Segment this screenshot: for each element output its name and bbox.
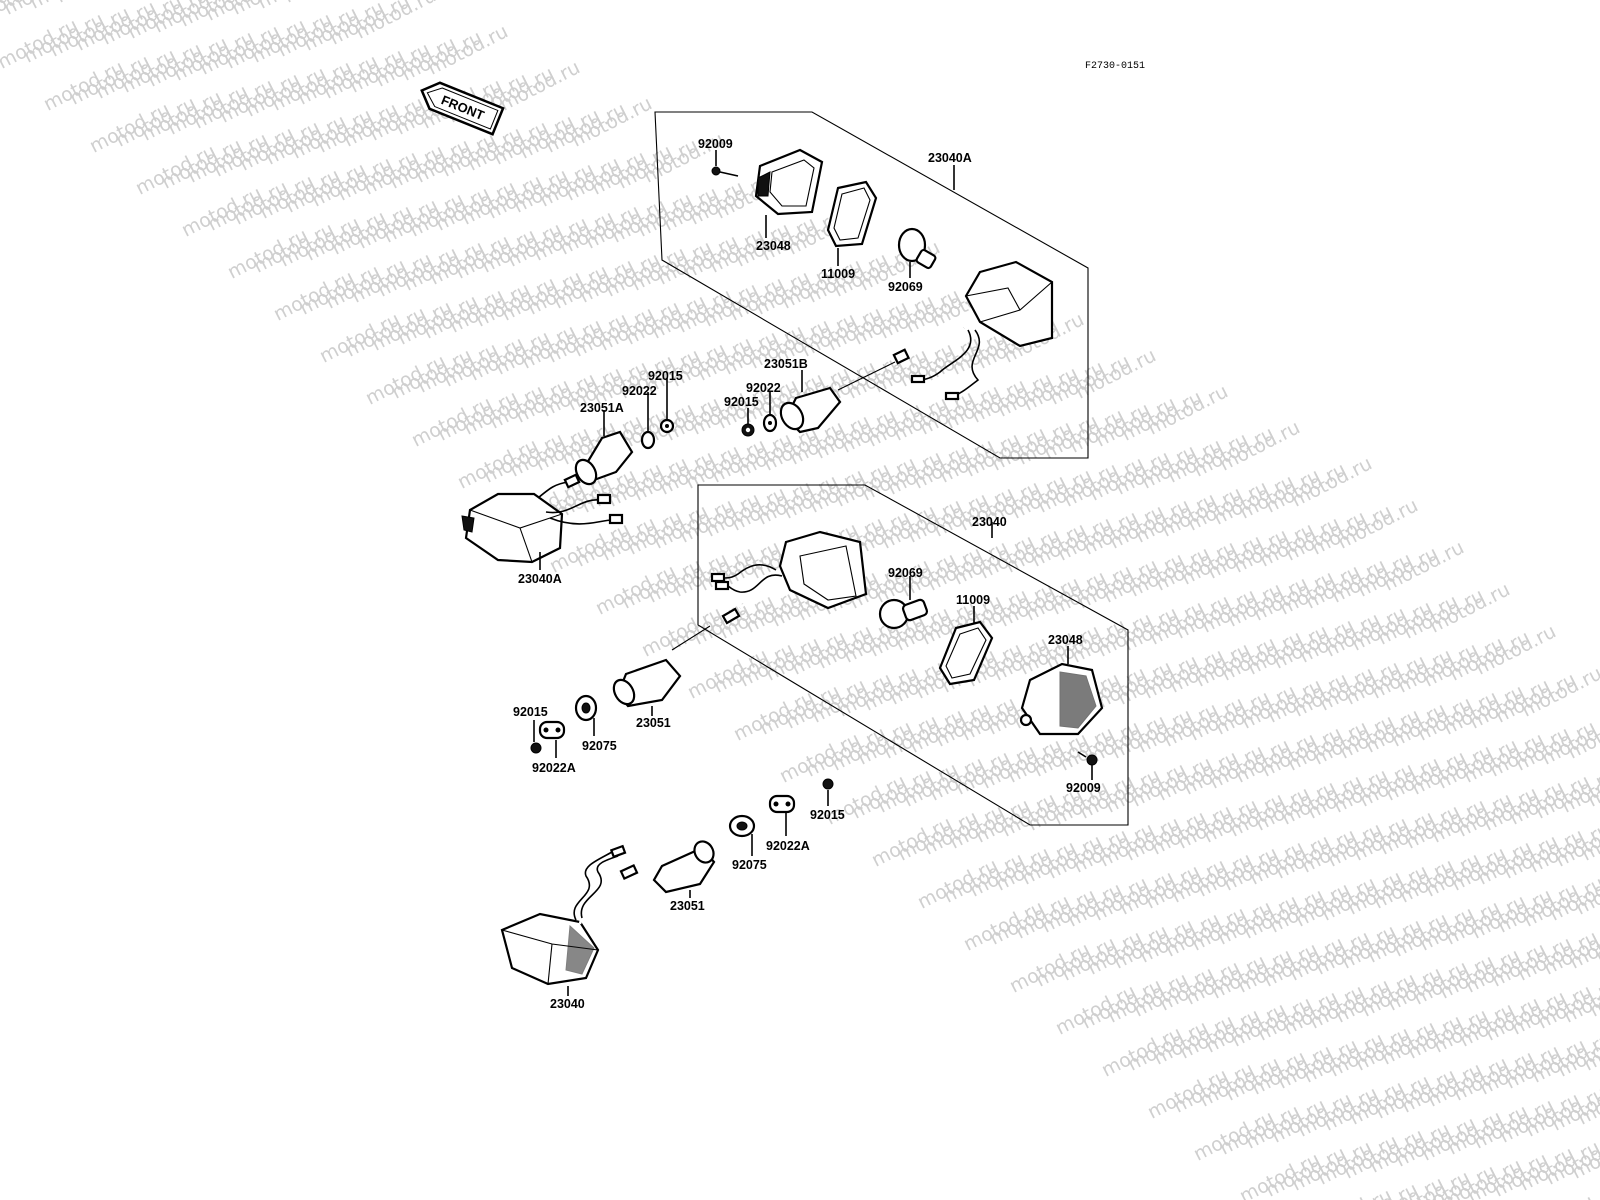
bulb-icon xyxy=(878,598,929,630)
part-label-23051B: 23051B xyxy=(764,357,808,371)
assembly-frame-lower xyxy=(697,484,1129,826)
assembly-frame-upper xyxy=(654,111,1089,459)
part-label-23048-lower: 23048 xyxy=(1048,633,1083,647)
damper-icon xyxy=(612,658,682,708)
screw-icon xyxy=(711,166,739,177)
damper-icon xyxy=(652,840,716,894)
grommet-icon xyxy=(574,694,598,722)
part-label-92015-lower-left: 92015 xyxy=(513,705,548,719)
front-arrow-icon: FRONT xyxy=(420,81,505,136)
gasket-icon xyxy=(938,620,994,686)
plate-washer-icon xyxy=(768,794,796,814)
part-label-92069: 92069 xyxy=(888,280,923,294)
nut-icon xyxy=(530,742,542,754)
washer-icon xyxy=(640,430,656,450)
screw-icon xyxy=(1077,751,1098,766)
part-label-92015-right: 92015 xyxy=(724,395,759,409)
part-label-23051-bottom: 23051 xyxy=(670,899,705,913)
part-label-92009: 92009 xyxy=(698,137,733,151)
part-label-92075-left: 92075 xyxy=(582,739,617,753)
part-label-23051-middle: 23051 xyxy=(636,716,671,730)
bulb-icon xyxy=(897,227,937,270)
plate-washer-icon xyxy=(538,720,566,740)
nut-icon xyxy=(741,423,755,437)
part-label-92022A-left: 92022A xyxy=(532,761,576,775)
grommet-icon xyxy=(728,814,756,838)
part-label-92075-bottom: 92075 xyxy=(732,858,767,872)
damper-icon xyxy=(574,430,634,486)
nut-icon xyxy=(822,778,834,790)
part-label-92015-bottom: 92015 xyxy=(810,808,845,822)
gasket-icon xyxy=(826,180,878,248)
part-labels: 92009 23048 11009 92069 23040A 23051B 92… xyxy=(513,137,1101,1011)
leader-lines xyxy=(533,150,1093,996)
part-label-92015-left: 92015 xyxy=(648,369,683,383)
part-label-23040A-upper: 23040A xyxy=(928,151,972,165)
part-label-23048: 23048 xyxy=(756,239,791,253)
part-label-11009: 11009 xyxy=(821,267,855,281)
washer-icon xyxy=(762,413,778,433)
lens-icon xyxy=(754,148,824,216)
part-label-23040-bottom: 23040 xyxy=(550,997,585,1011)
part-label-92022A-bottom: 92022A xyxy=(766,839,810,853)
turn-signal-housing-icon xyxy=(461,473,624,564)
part-label-92069-lower: 92069 xyxy=(888,566,923,580)
part-label-92022-left: 92022 xyxy=(622,384,657,398)
turn-signal-housing-icon xyxy=(500,844,639,986)
part-label-23051A: 23051A xyxy=(580,401,624,415)
part-label-11009-lower: 11009 xyxy=(956,593,990,607)
damper-icon xyxy=(779,386,842,434)
lens-icon xyxy=(1019,662,1104,736)
part-label-23040A-left: 23040A xyxy=(518,572,562,586)
nut-icon xyxy=(659,418,675,434)
part-label-92022-right: 92022 xyxy=(746,381,781,395)
part-label-92009-lower: 92009 xyxy=(1066,781,1101,795)
part-label-23040-frame: 23040 xyxy=(972,515,1007,529)
drawing-code: F2730-0151 xyxy=(1085,61,1145,72)
turn-signal-housing-icon xyxy=(892,260,1054,401)
turn-signal-housing-icon xyxy=(710,530,868,625)
